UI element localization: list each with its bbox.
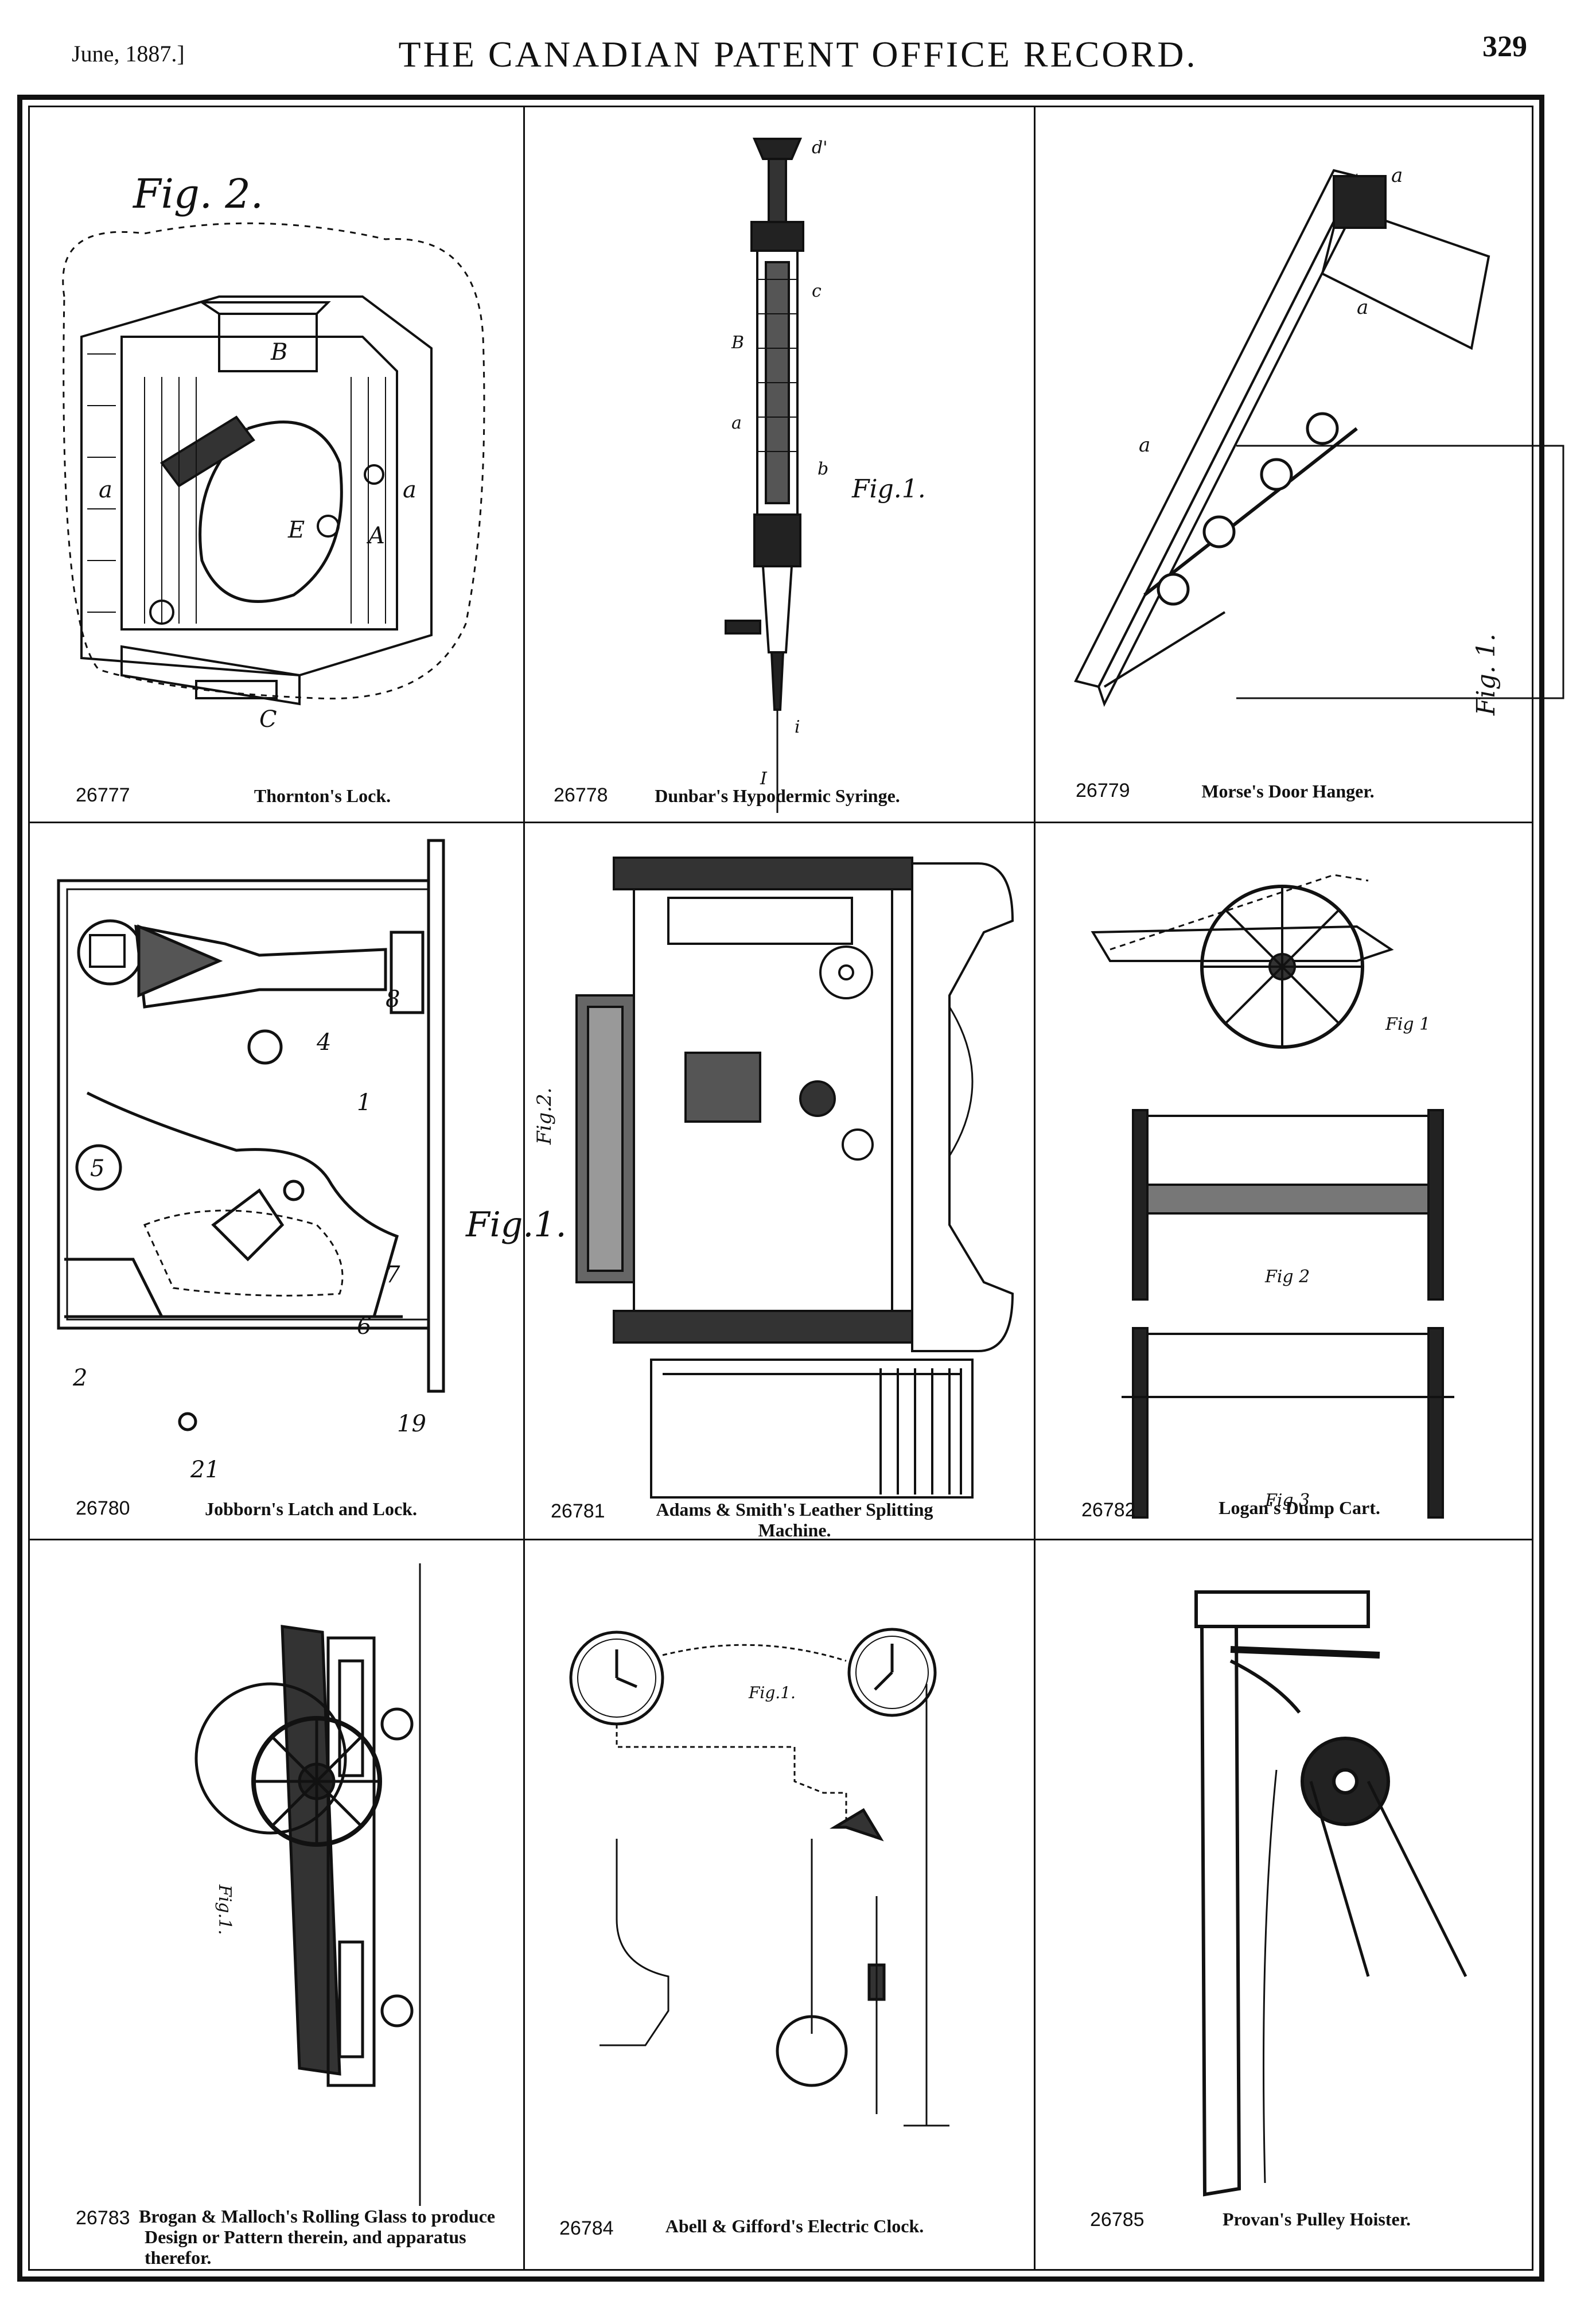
figure-label: Fig.1. — [851, 474, 926, 504]
svg-text:B: B — [270, 339, 287, 365]
title-line: Design or Pattern therein, and apparatus — [145, 2227, 466, 2247]
svg-text:4: 4 — [316, 1029, 331, 1056]
clock-icon: Fig.1. — [569, 1628, 949, 2127]
patent-title: Provan's Pulley Hoister. — [1223, 2209, 1411, 2229]
patent-cell-26779: a a a Fig. 1. 26779 Morse's Door Hanger. — [1036, 107, 1564, 822]
patent-number: 26782 — [1081, 1499, 1136, 1521]
svg-text:8: 8 — [386, 986, 400, 1013]
latch-icon: 8 1 4 5 76 21 19 2 Fig.1. — [57, 839, 567, 1483]
svg-text:21: 21 — [190, 1457, 220, 1483]
publication-title: THE CANADIAN PATENT OFFICE RECORD. — [398, 34, 1198, 75]
patent-title: Abell & Gifford's Electric Clock. — [665, 2216, 924, 2236]
svg-text:19: 19 — [397, 1411, 426, 1437]
page-header: June, 1887.] THE CANADIAN PATENT OFFICE … — [0, 0, 1596, 86]
patent-cell-26783: Fig.1. 26783 Brogan & Malloch's Rolling … — [30, 1540, 523, 2280]
svg-text:C: C — [259, 706, 277, 733]
lock-icon: BEa aAC Fig. 2. — [62, 170, 485, 733]
svg-text:a: a — [99, 477, 112, 503]
title-line: therefor. — [145, 2247, 212, 2268]
figure-label: Fig.2. — [533, 1088, 556, 1145]
patent-number: 26777 — [76, 784, 130, 806]
patent-title: Dunbar's Hypodermic Syringe. — [655, 785, 900, 806]
door-hanger-icon: a a a Fig. 1. — [1074, 164, 1564, 716]
svg-text:a: a — [1357, 296, 1368, 319]
patent-title: Logan's Dump Cart. — [1219, 1497, 1380, 1518]
cart-icon: Fig 1 Fig 2 Fig 3 — [1091, 874, 1454, 1519]
patent-number: 26784 — [559, 2217, 614, 2239]
patent-cell-26782: Fig 1 Fig 2 Fig 3 26782 Logan's Dump Car… — [1036, 823, 1546, 1539]
title-line: Brogan & Malloch's Rolling Glass to prod… — [139, 2206, 496, 2227]
svg-text:d': d' — [812, 138, 827, 158]
figure-label: Fig 1 — [1385, 1014, 1430, 1034]
svg-text:a: a — [403, 477, 416, 503]
grid-divider — [30, 1539, 1532, 1540]
figure-label: Fig 3 — [1264, 1490, 1310, 1511]
figure-label: Fig.1. — [465, 1205, 567, 1245]
patent-title: Adams & Smith's Leather Splitting Machin… — [656, 1499, 933, 1540]
issue-date: June, 1887.] — [72, 41, 185, 67]
svg-text:a: a — [731, 413, 742, 433]
figure-label: Fig.1. — [215, 1884, 235, 1935]
svg-text:2: 2 — [72, 1365, 87, 1391]
svg-text:5: 5 — [90, 1155, 104, 1182]
svg-text:a: a — [1139, 434, 1150, 457]
pulley-icon — [1194, 1590, 1467, 2197]
patent-number: 26783 — [76, 2207, 130, 2229]
svg-text:7: 7 — [386, 1262, 400, 1288]
figure-label: Fig. 1. — [1472, 633, 1501, 716]
machine-icon: Fig.2. — [533, 857, 1014, 1499]
patent-cell-26781: Fig.2. 26781 Adams & Smith's Leather Spl… — [525, 823, 1034, 1540]
svg-text:6: 6 — [357, 1313, 371, 1340]
patent-number: 26778 — [554, 784, 608, 806]
syringe-icon: d' c b a Bi I Fig.1. — [725, 138, 926, 813]
page-number: 329 — [1482, 30, 1527, 63]
patent-title: Morse's Door Hanger. — [1201, 781, 1375, 801]
patent-title: Brogan & Malloch's Rolling Glass to prod… — [139, 2206, 529, 2268]
patent-number: 26780 — [76, 1497, 130, 1519]
grid-divider — [30, 822, 1532, 823]
figure-label: Fig 2 — [1264, 1267, 1310, 1287]
svg-text:1: 1 — [357, 1089, 371, 1116]
svg-text:E: E — [287, 517, 305, 543]
patent-title: Thornton's Lock. — [254, 785, 391, 806]
patent-cell-26784: Fig.1. 26784 Abell & Gifford's Electric … — [525, 1540, 1034, 2280]
patent-number: 26781 — [551, 1500, 605, 1522]
svg-text:B: B — [731, 333, 744, 353]
patent-title: Jobborn's Latch and Lock. — [205, 1499, 417, 1519]
svg-text:I: I — [760, 769, 768, 789]
figure-label: Fig. 2. — [132, 170, 263, 217]
patent-number: 26779 — [1076, 780, 1130, 801]
patent-number: 26785 — [1090, 2209, 1145, 2231]
svg-text:a: a — [1391, 164, 1403, 187]
grid-divider — [1034, 107, 1036, 2269]
svg-text:i: i — [795, 717, 800, 737]
svg-text:c: c — [812, 281, 822, 301]
figure-label: Fig.1. — [748, 1683, 796, 1702]
svg-text:A: A — [366, 523, 385, 549]
roller-icon: Fig.1. — [194, 1563, 421, 2206]
grid-divider — [523, 107, 525, 2269]
svg-text:b: b — [818, 459, 828, 479]
patent-cell-26785: 26785 Provan's Pulley Hoister. — [1036, 1540, 1546, 2280]
